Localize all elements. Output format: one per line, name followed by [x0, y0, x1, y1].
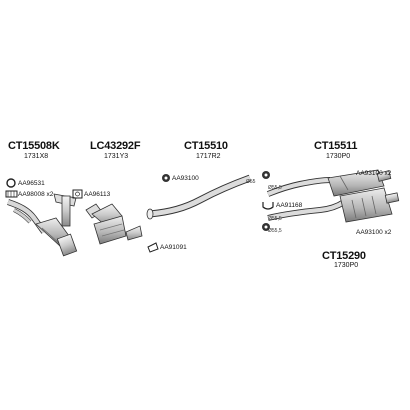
accessory-aa93100[interactable]: AA93100 — [172, 175, 199, 182]
diameter-label-3: Ø55,5 — [268, 216, 282, 222]
clamp-u-icon — [262, 202, 274, 210]
accessory-aa93100-x2-upper[interactable]: AA93100 x2 — [356, 170, 392, 177]
front-pipe-drawing[interactable] — [7, 193, 78, 257]
part-code-ct15510[interactable]: CT15510 — [184, 140, 228, 152]
gasket-icon — [5, 190, 18, 198]
catalytic-converter-drawing[interactable] — [85, 203, 143, 245]
accessory-aa91168[interactable]: AA91168 — [276, 202, 303, 209]
part-code-ct15508k[interactable]: CT15508K — [8, 140, 60, 152]
part-code-ct15511[interactable]: CT15511 — [314, 140, 358, 152]
rubber-mount-icon — [162, 174, 170, 182]
accessory-aa91091[interactable]: AA91091 — [160, 244, 187, 251]
diameter-label-1: Ø55 — [246, 179, 256, 185]
accessory-aa96531[interactable]: AA96531 — [18, 180, 45, 187]
accessory-aa98008[interactable]: AA98008 x2 — [18, 191, 54, 198]
part-ref-1730p0-a: 1730P0 — [326, 153, 351, 160]
rear-silencer-drawing[interactable] — [266, 169, 392, 197]
part-code-ct15290[interactable]: CT15290 — [322, 250, 366, 262]
rubber-mount-icon-3 — [262, 223, 270, 231]
rubber-mount-icon-2 — [262, 171, 270, 179]
part-ref-1731x8: 1731X8 — [24, 153, 49, 160]
accessory-aa93100-x2-lower[interactable]: AA93100 x2 — [356, 229, 392, 236]
part-code-lc43292f[interactable]: LC43292F — [90, 140, 141, 152]
diameter-label-2: Ø55,5 — [268, 185, 282, 191]
part-ref-1717r2: 1717R2 — [196, 153, 221, 160]
intermediate-pipe-drawing[interactable] — [146, 174, 252, 220]
clamp-icon — [6, 178, 16, 188]
accessory-aa96113[interactable]: AA96113 — [84, 191, 111, 198]
alt-rear-silencer-drawing[interactable] — [267, 187, 400, 223]
part-ref-1730p0-b: 1730P0 — [334, 262, 359, 269]
flange-gasket-icon — [72, 189, 83, 199]
hanger-icon — [147, 242, 159, 253]
part-ref-1731y3: 1731Y3 — [104, 153, 129, 160]
diameter-label-4: Ø55,5 — [268, 228, 282, 234]
